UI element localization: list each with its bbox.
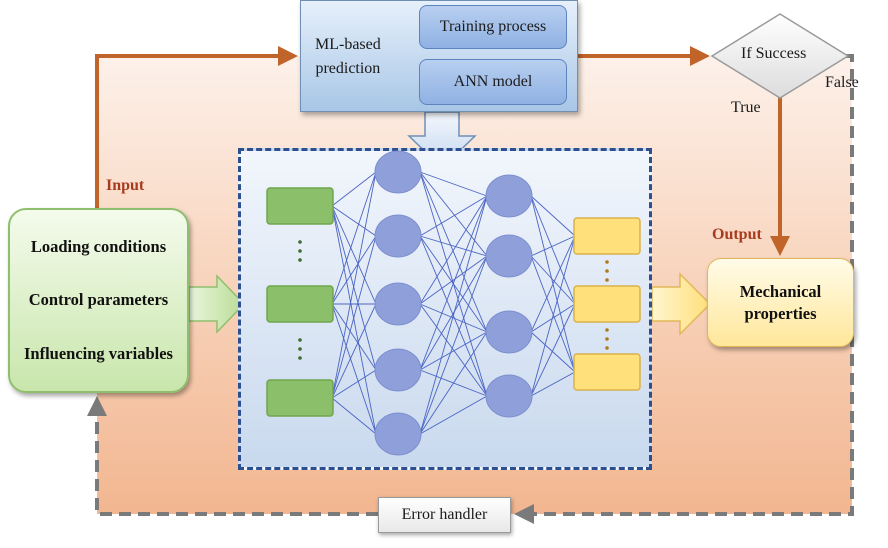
true-label: True [731,99,761,116]
input-flow-arrow [95,46,298,208]
input-variables-box: Loading conditions Control parameters In… [8,208,189,393]
error-handler-box: Error handler [378,497,511,533]
decision-label: If Success [741,45,807,62]
input-to-network-arrow [188,274,246,334]
input-item-control-parameters: Control parameters [28,290,169,310]
training-process-label: Training process [439,18,547,35]
ann-model-label: ANN model [453,73,533,90]
input-label: Input [106,177,145,194]
output-box-text: Mechanical properties [739,281,822,323]
input-item-influencing-variables: Influencing variables [24,344,173,364]
mechanical-properties-box: Mechanical properties [707,258,854,347]
error-handler-label: Error handler [401,506,488,523]
ann-model-box: ANN model [419,59,567,105]
network-to-output-arrow [651,272,712,336]
neural-network-panel [238,148,652,470]
ml-prediction-panel: ML-based prediction Training process ANN… [300,0,578,112]
training-process-box: Training process [419,5,567,49]
input-item-loading-conditions: Loading conditions [30,236,167,256]
output-label: Output [712,226,762,243]
decision-diamond [710,13,850,99]
false-label: False [825,74,859,91]
ml-panel-title: ML-based prediction [315,36,381,77]
